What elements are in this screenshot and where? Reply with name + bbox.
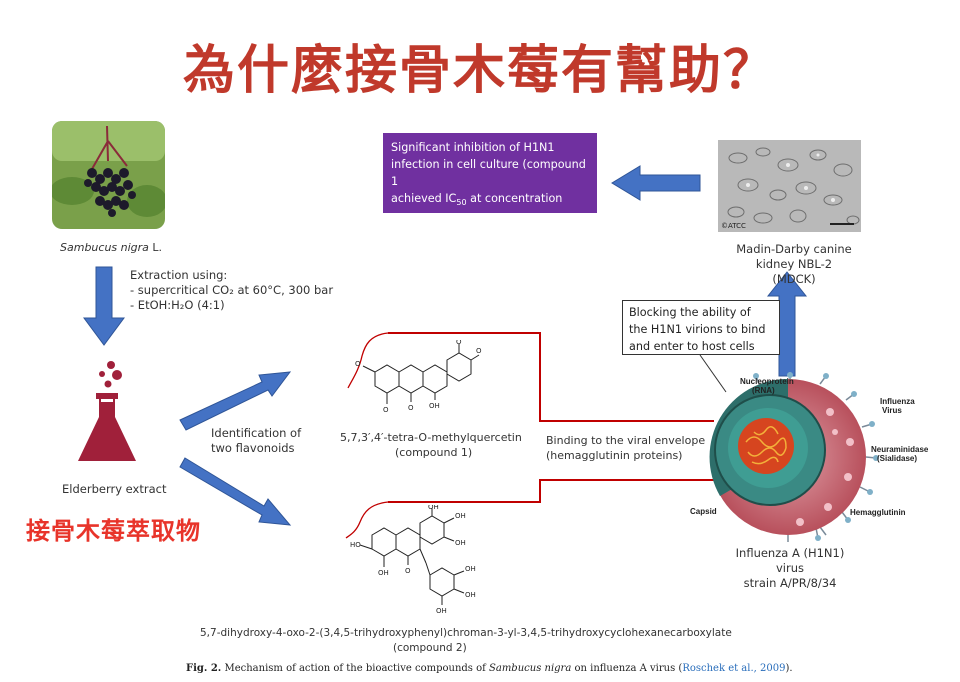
capsid-label: Capsid	[690, 507, 717, 516]
blocking-line3: and enter to host cells	[629, 340, 755, 353]
elderberry-photo	[52, 121, 165, 229]
inhibition-line3a: achieved IC	[391, 192, 457, 205]
inhibition-line3: achieved IC50 at concentration 0.13	[391, 190, 589, 228]
c1-o-1: O	[355, 360, 361, 368]
c2-oh-3: OH	[455, 512, 466, 520]
bracket-compound2	[345, 501, 389, 539]
inhibition-box: Significant inhibition of H1N1 infection…	[383, 133, 597, 243]
blocking-line1: Blocking the ability of	[629, 306, 751, 319]
c2-oh-1: OH	[378, 569, 389, 577]
compound2-structure: HO OH O OH OH OH OH OH OH	[350, 505, 476, 615]
caption-reference-link[interactable]: Roschek et al., 2009	[682, 663, 786, 674]
inhibition-line1: Significant inhibition of H1N1	[391, 141, 555, 154]
c2-oh-4: OH	[455, 539, 466, 547]
c2-o: O	[405, 567, 411, 575]
compound1-name: 5,7,3′,4′-tetra-O-methylquercetin	[340, 431, 522, 444]
caption-text3: ).	[785, 663, 793, 674]
up-arrow	[766, 271, 808, 377]
compound1-id: (compound 1)	[395, 446, 473, 459]
red-connector-compound2	[388, 479, 714, 503]
extraction-heading: Extraction using:	[130, 268, 228, 282]
cells-line1: Madin-Darby canine	[736, 242, 852, 256]
chinese-extract-label: 接骨木莓萃取物	[26, 517, 201, 545]
c1-o-5: O	[476, 347, 482, 355]
compound2-label: 5,7-dihydroxy-4-oxo-2-(3,4,5-trihydroxyp…	[200, 626, 732, 656]
c2-ho-1: HO	[350, 541, 361, 549]
virus-caption: Influenza A (H1N1) virus strain A/PR/8/3…	[720, 546, 860, 591]
lower-diagonal-arrow	[179, 457, 292, 526]
sialidase-label: (Sialidase)	[877, 454, 917, 463]
left-arrow	[611, 165, 701, 201]
c2-oh-7: OH	[436, 607, 447, 615]
identification-text: Identification of two flavonoids	[211, 426, 301, 456]
identification-line1: Identification of	[211, 426, 302, 440]
inhibition-line2: infection in cell culture (compound 1	[391, 158, 586, 188]
caption-text1: Mechanism of action of the bioactive com…	[221, 663, 490, 674]
blocking-line2: the H1N1 virions to bind	[629, 323, 766, 336]
caption-text2: on influenza A virus (	[571, 663, 683, 674]
figure-caption: Fig. 2. Mechanism of action of the bioac…	[186, 663, 793, 674]
cells-line2: kidney NBL-2 (MDCK)	[755, 257, 833, 286]
plant-name: Sambucus nigra	[60, 241, 149, 254]
nucleoprotein-label: Nucleoprotein	[740, 377, 794, 386]
blocking-box: Blocking the ability of the H1N1 virions…	[622, 300, 780, 355]
virus-word: Virus	[882, 406, 902, 415]
influenza-virus-illustration: Nucleoprotein (RNA) Influenza Virus Neur…	[690, 372, 929, 542]
inhibition-line4: µg/mL, compound 2 – 2.8 µg/mL)	[391, 230, 577, 244]
down-arrow	[83, 266, 125, 346]
extraction-text: Extraction using: - supercritical CO₂ at…	[130, 268, 333, 313]
blocking-pointer	[699, 354, 727, 393]
c2-oh-5: OH	[465, 565, 476, 573]
virus-caption-line1: Influenza A (H1N1) virus	[735, 546, 845, 575]
virus-caption-line2: strain A/PR/8/34	[743, 576, 837, 590]
c1-o-3: O	[408, 404, 414, 412]
atcc-watermark: ©ATCC	[721, 222, 746, 230]
influenza-word: Influenza	[880, 397, 915, 406]
rna-label: (RNA)	[752, 386, 775, 395]
caption-italic: Sambucus nigra	[489, 663, 572, 674]
cells-label: Madin-Darby canine kidney NBL-2 (MDCK)	[734, 242, 854, 287]
flask-icon	[78, 361, 136, 461]
compound1-structure: O O O OH O O	[355, 340, 482, 414]
compound2-name: 5,7-dihydroxy-4-oxo-2-(3,4,5-trihydroxyp…	[200, 627, 732, 639]
c1-o-2: O	[383, 406, 389, 414]
extraction-line2: - EtOH:H₂O (4:1)	[130, 298, 225, 312]
bracket-compound1	[347, 332, 389, 389]
c1-oh: OH	[429, 402, 440, 410]
hemagglutinin-label: Hemagglutinin	[850, 508, 906, 517]
inhibition-line3sub: 50	[456, 198, 467, 208]
cell-culture-image: ©ATCC	[718, 140, 861, 232]
binding-line1: Binding to the viral envelope	[546, 434, 706, 447]
compound1-label: 5,7,3′,4′-tetra-O-methylquercetin (compo…	[340, 430, 522, 460]
caption-prefix: Fig. 2.	[186, 663, 222, 674]
red-connector-compound1	[388, 332, 714, 422]
identification-line2: two flavonoids	[211, 441, 295, 455]
inhibition-line3b: at concentration 0.13	[391, 192, 563, 227]
c2-oh-2: OH	[428, 505, 439, 511]
c1-o-4: O	[456, 340, 462, 346]
compound2-id: (compound 2)	[393, 642, 467, 654]
upper-diagonal-arrow	[179, 371, 292, 431]
neuraminidase-label: Neuraminidase	[871, 445, 929, 454]
binding-line2: (hemagglutinin proteins)	[546, 449, 683, 462]
c2-oh-6: OH	[465, 591, 476, 599]
page-title: 為什麼接骨木莓有幫助？	[182, 41, 777, 101]
extraction-line1: - supercritical CO₂ at 60°C, 300 bar	[130, 283, 334, 297]
binding-text: Binding to the viral envelope (hemagglut…	[546, 433, 705, 463]
flask-label: Elderberry extract	[62, 482, 167, 496]
plant-suffix: L.	[148, 241, 163, 254]
plant-label: Sambucus nigra L.	[60, 240, 162, 255]
